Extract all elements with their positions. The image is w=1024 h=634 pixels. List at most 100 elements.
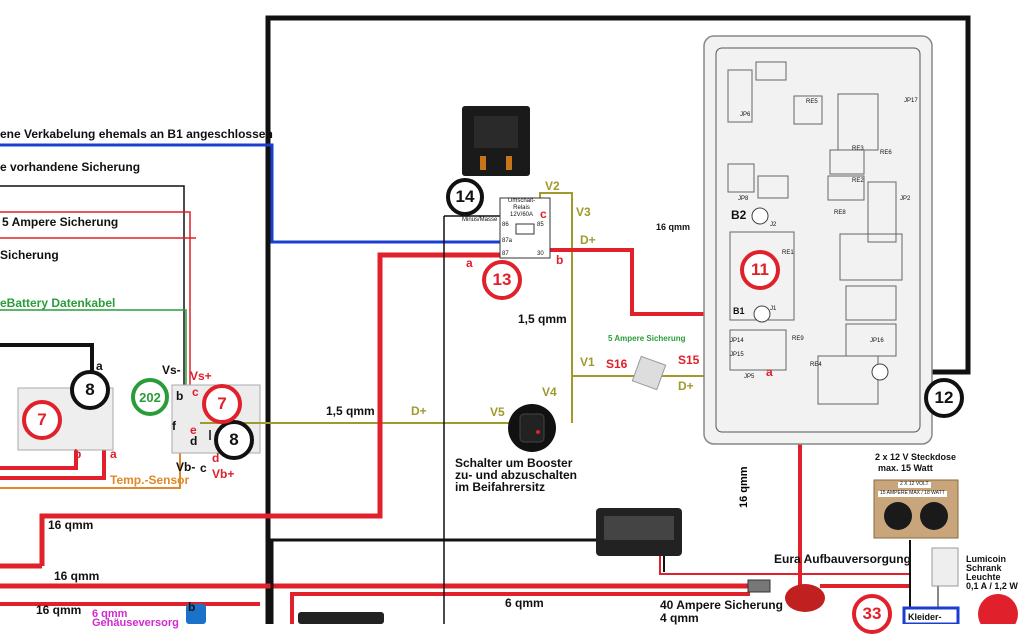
board-re2: RE2 — [852, 178, 864, 184]
board-jp17: JP17 — [904, 98, 918, 104]
relay-pin30: 30 — [537, 251, 544, 257]
eura-label: Eura Aufbauversorgung — [774, 552, 911, 566]
kleider-label: Kleider- — [908, 612, 942, 622]
terminal-a-top: a — [96, 359, 103, 373]
relay-pin86: 86 — [502, 222, 509, 228]
relay-box — [499, 197, 551, 259]
board-j2: J2 — [770, 222, 777, 228]
relay-pin87: 87 — [502, 251, 509, 257]
lamp-line-1: Schrank — [966, 563, 1002, 573]
control-board — [703, 35, 933, 445]
wire-a-right: a — [766, 365, 773, 379]
wire-v5: V5 — [490, 405, 505, 419]
thin-red-wire-1 — [0, 211, 191, 430]
bottom-device-1 — [186, 604, 206, 624]
badge-202: 202 — [131, 378, 169, 416]
relay-a: a — [466, 256, 473, 270]
fuse-short-label: Sicherung — [0, 248, 59, 262]
board-re4: RE4 — [810, 362, 822, 368]
board-jp14: JP14 — [730, 338, 744, 344]
fuse-40a-clamp — [785, 584, 825, 612]
terminal-b-bottom: b — [188, 600, 196, 614]
fuse-5a-left-label: 5 Ampere Sicherung — [2, 215, 119, 229]
terminal-d-black: d — [190, 434, 198, 448]
socket-title-1: 2 x 12 V Steckdose — [875, 452, 957, 462]
red-wire-bottom-4 — [290, 592, 750, 624]
wire-s16: S16 — [606, 357, 628, 371]
socket-plate-2: 15 AMPERE MAX / 18 WATT — [878, 490, 947, 497]
terminal-c-mid: c — [192, 385, 199, 399]
lamp-device — [931, 547, 959, 587]
bottom-device-2 — [298, 612, 384, 624]
terminal-e: e — [190, 423, 197, 437]
wire-d-plus-v5: D+ — [411, 404, 427, 418]
lamp-line-2: Leuchte — [966, 572, 1001, 582]
fuse-5a-holder — [631, 355, 667, 391]
wire-v3: V3 — [576, 205, 591, 219]
red-wire-right-bottom-2 — [659, 548, 910, 575]
board-re6: RE6 — [880, 150, 892, 156]
wire-v4: V4 — [542, 385, 557, 399]
wire-16qmm-top: 16 qmm — [656, 222, 691, 232]
wiring-note-label: ene Verkabelung ehemals an B1 angeschlos… — [0, 127, 273, 141]
relay-title: Umschalt- Relais 12V/60A — [508, 198, 536, 218]
wire-16qmm-b: 16 qmm — [54, 569, 100, 583]
relay-ground-label: Minus/Masse — [462, 217, 498, 223]
wire-4qmm: 4 qmm — [660, 611, 699, 625]
wire-15qmm-mid: 1,5 qmm — [518, 312, 567, 326]
wire-16qmm-c: 16 qmm — [36, 603, 82, 617]
wire-16qmm-a: 16 qmm — [48, 518, 94, 532]
terminal-a-left: a — [110, 447, 117, 461]
badge-7-left: 7 — [22, 400, 62, 440]
board-jp5: JP5 — [744, 374, 755, 380]
existing-fuse-label: e vorhandene Sicherung — [0, 160, 141, 174]
fuse-40a-label: 40 Ampere Sicherung — [660, 598, 783, 612]
socket-2 — [920, 502, 948, 530]
relay-b: b — [556, 253, 564, 267]
relay-pin85: 85 — [537, 222, 544, 228]
black-wire-bottom — [270, 538, 596, 624]
board-jp16: JP16 — [870, 338, 884, 344]
board-jp8: JP8 — [738, 196, 749, 202]
terminal-f: f — [172, 419, 176, 433]
housing-label: Gehäuseversorg — [92, 617, 179, 629]
wire-fuse-5a: 5 Ampere Sicherung — [608, 334, 686, 343]
terminal-12 — [871, 363, 889, 381]
terminal-b-mid: b — [176, 389, 184, 403]
red-wire-d-plus — [545, 248, 762, 316]
lamp-brand: Lumicoin — [966, 554, 1006, 564]
relay-coil — [515, 223, 535, 235]
badge-8-mid: 8 — [214, 420, 254, 460]
wire-v2: V2 — [545, 179, 560, 193]
terminal-b-left: b — [74, 447, 82, 461]
wire-d-plus-top: D+ — [580, 233, 596, 247]
terminal-d-red: d — [212, 451, 220, 465]
frame-wire — [265, 15, 971, 624]
wire-16qmm-vert: 16 qmm — [738, 466, 750, 508]
socket-title-2: max. 15 Watt — [878, 463, 933, 473]
switch-text-1: Schalter um Booster — [455, 456, 573, 470]
terminal-c-small: c — [200, 461, 207, 475]
board-re1: RE1 — [782, 250, 794, 256]
badge-12: 12 — [924, 378, 964, 418]
board-re3: RE3 — [852, 146, 864, 152]
orange-wire — [0, 440, 181, 489]
board-b1: B1 — [733, 306, 745, 316]
board-j1: J1 — [770, 306, 777, 312]
socket-1 — [884, 502, 912, 530]
board-re5: RE5 — [806, 99, 818, 105]
socket-plate-1: 2 X 12 VOLT — [898, 481, 931, 488]
badge-14: 14 — [446, 178, 484, 216]
red-device-bottom-right — [978, 594, 1018, 624]
terminal-b1 — [753, 305, 771, 323]
kleider-box — [902, 606, 960, 624]
terminal-vb-minus: Vb- — [176, 460, 196, 474]
thin-black-wire-1 — [0, 185, 185, 430]
wire-6qmm-left: 6 qmm — [92, 608, 128, 620]
board-b2: B2 — [731, 208, 747, 222]
wire-6qmm-bottom: 6 qmm — [505, 596, 544, 610]
lamp-line-3: 0,1 A / 1,2 W — [966, 581, 1018, 591]
wire-15qmm-left: 1,5 qmm — [326, 404, 375, 418]
temp-sensor-label: Temp.-Sensor — [110, 473, 190, 487]
